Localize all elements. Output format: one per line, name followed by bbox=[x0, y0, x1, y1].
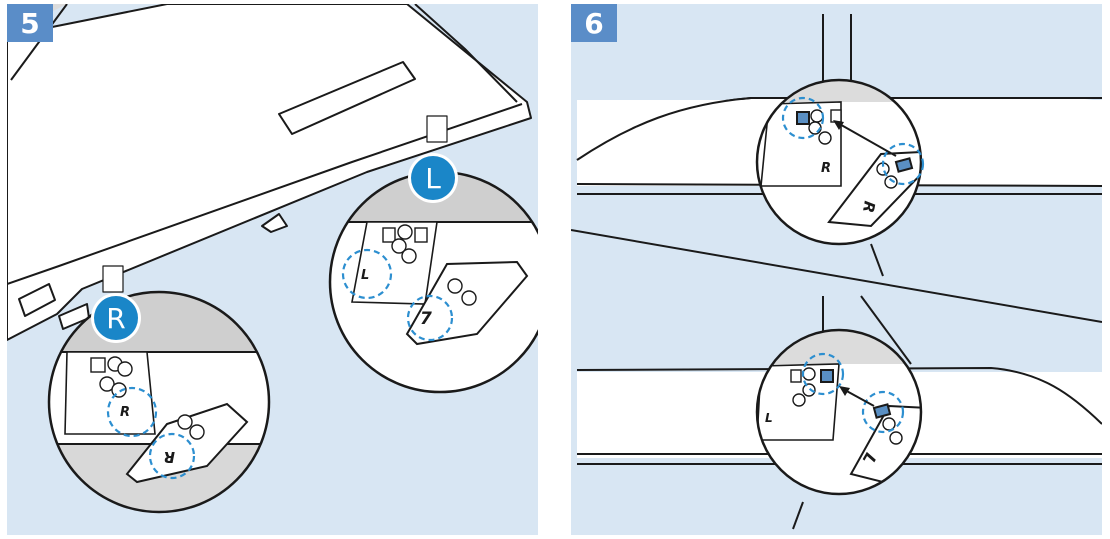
highlight-tv-r bbox=[106, 386, 158, 438]
marker-l: L bbox=[411, 156, 455, 200]
highlight-stand-r bbox=[148, 432, 196, 480]
tv-body bbox=[7, 4, 532, 341]
tv-port bbox=[18, 283, 56, 317]
zoom-top-attach: R R bbox=[755, 78, 925, 246]
tv-left-mount-plate bbox=[426, 115, 448, 143]
arrow-bottom bbox=[842, 388, 875, 407]
zoom-right-stand: R R bbox=[47, 290, 271, 514]
label-tv-r: R bbox=[120, 405, 130, 420]
step-number-badge: 6 bbox=[571, 4, 617, 42]
label-stand-l: 7 bbox=[420, 309, 432, 329]
highlight-tv-l bbox=[341, 248, 393, 300]
zoom-bottom-attach: L L bbox=[755, 328, 923, 496]
arrow-top bbox=[835, 121, 897, 157]
step-6-panel: R R bbox=[571, 4, 1102, 535]
step-6-illustration: R R bbox=[571, 4, 1102, 535]
tv-back bbox=[7, 4, 532, 341]
label-top-tv: R bbox=[821, 161, 831, 176]
step-number-badge: 5 bbox=[7, 4, 53, 42]
stand-foot-r bbox=[125, 402, 249, 484]
label-stand-r: R bbox=[163, 448, 175, 466]
tv-mount-plate-r bbox=[64, 351, 156, 435]
label-tv-l: L bbox=[361, 268, 369, 283]
label-bottom-tv: L bbox=[765, 411, 773, 425]
stand-clip-top bbox=[894, 157, 914, 173]
tv-right-mount-plate bbox=[102, 265, 124, 293]
tv-right-edge bbox=[414, 4, 518, 103]
tv-clip bbox=[261, 213, 288, 233]
label-top-stand: R bbox=[859, 200, 879, 215]
step-5-illustration: R R L 7 bbox=[7, 4, 538, 535]
stand-clip-bottom bbox=[872, 403, 892, 419]
divider-line bbox=[571, 229, 1102, 323]
tv-top-edge bbox=[10, 4, 68, 81]
tv-panel-recess bbox=[278, 61, 416, 135]
slot-highlight-top bbox=[796, 111, 810, 125]
slot-highlight-bottom bbox=[820, 369, 834, 383]
highlight-stand-l bbox=[406, 294, 454, 342]
step-5-panel: R R L 7 bbox=[7, 4, 538, 535]
marker-r: R bbox=[94, 296, 138, 340]
